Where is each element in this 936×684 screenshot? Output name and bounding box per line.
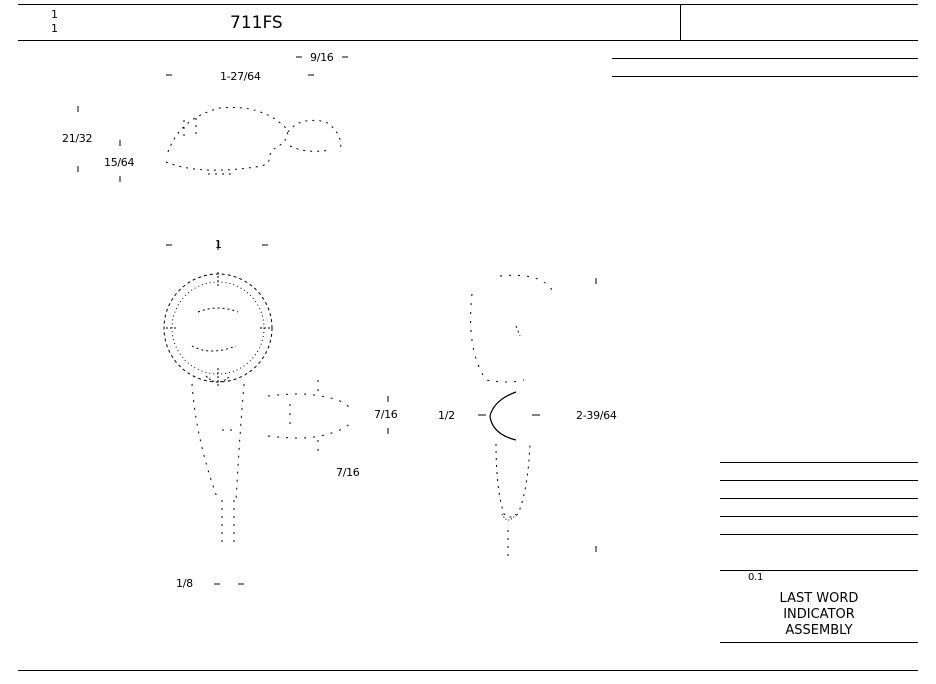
title-line-2: INDICATOR [783, 607, 855, 622]
title-block-line-2 [720, 480, 918, 481]
dim-15-64: 15/64 [104, 156, 135, 169]
header-divider [680, 4, 681, 40]
top-view-profile [165, 106, 342, 175]
dim-1-2: 1/2 [438, 409, 455, 422]
dim-1-27-64: 1-27/64 [220, 70, 261, 83]
frame-top-line [18, 4, 918, 5]
dim-7-16-a: 7/16 [374, 408, 398, 421]
dim-21-32: 21/32 [62, 132, 93, 145]
title-block-line-7 [720, 642, 918, 643]
title-block-line-6 [720, 570, 918, 571]
title-line-3: ASSEMBLY [785, 623, 853, 638]
title-block-line-5 [720, 534, 918, 535]
revision-label: 0.1 [748, 572, 764, 583]
side-view-profile [470, 274, 597, 556]
title-block-line-3 [720, 498, 918, 499]
sheet-number-bottom: 1 [51, 22, 58, 35]
frame-bottom-line [18, 670, 918, 671]
title-line-1: LAST WORD [779, 591, 859, 606]
dim-1-8: 1/8 [176, 577, 193, 590]
sheet-number-top: 1 [51, 8, 58, 21]
notes-line-1 [612, 58, 918, 59]
dial-face [163, 272, 273, 386]
notes-line-2 [612, 76, 918, 77]
title-block-line-1 [720, 462, 918, 463]
dim-2-39-64: 2-39/64 [576, 409, 617, 422]
front-view-body [191, 383, 245, 546]
frame-header-bottom-line [18, 40, 918, 41]
dimension-ticks-top [77, 56, 348, 250]
dim-7-16-b: 7/16 [336, 466, 360, 479]
part-number: 711FS [230, 13, 283, 33]
title-block-line-4 [720, 516, 918, 517]
dim-9-16: 9/16 [310, 51, 334, 64]
middle-view-profile [267, 380, 353, 452]
